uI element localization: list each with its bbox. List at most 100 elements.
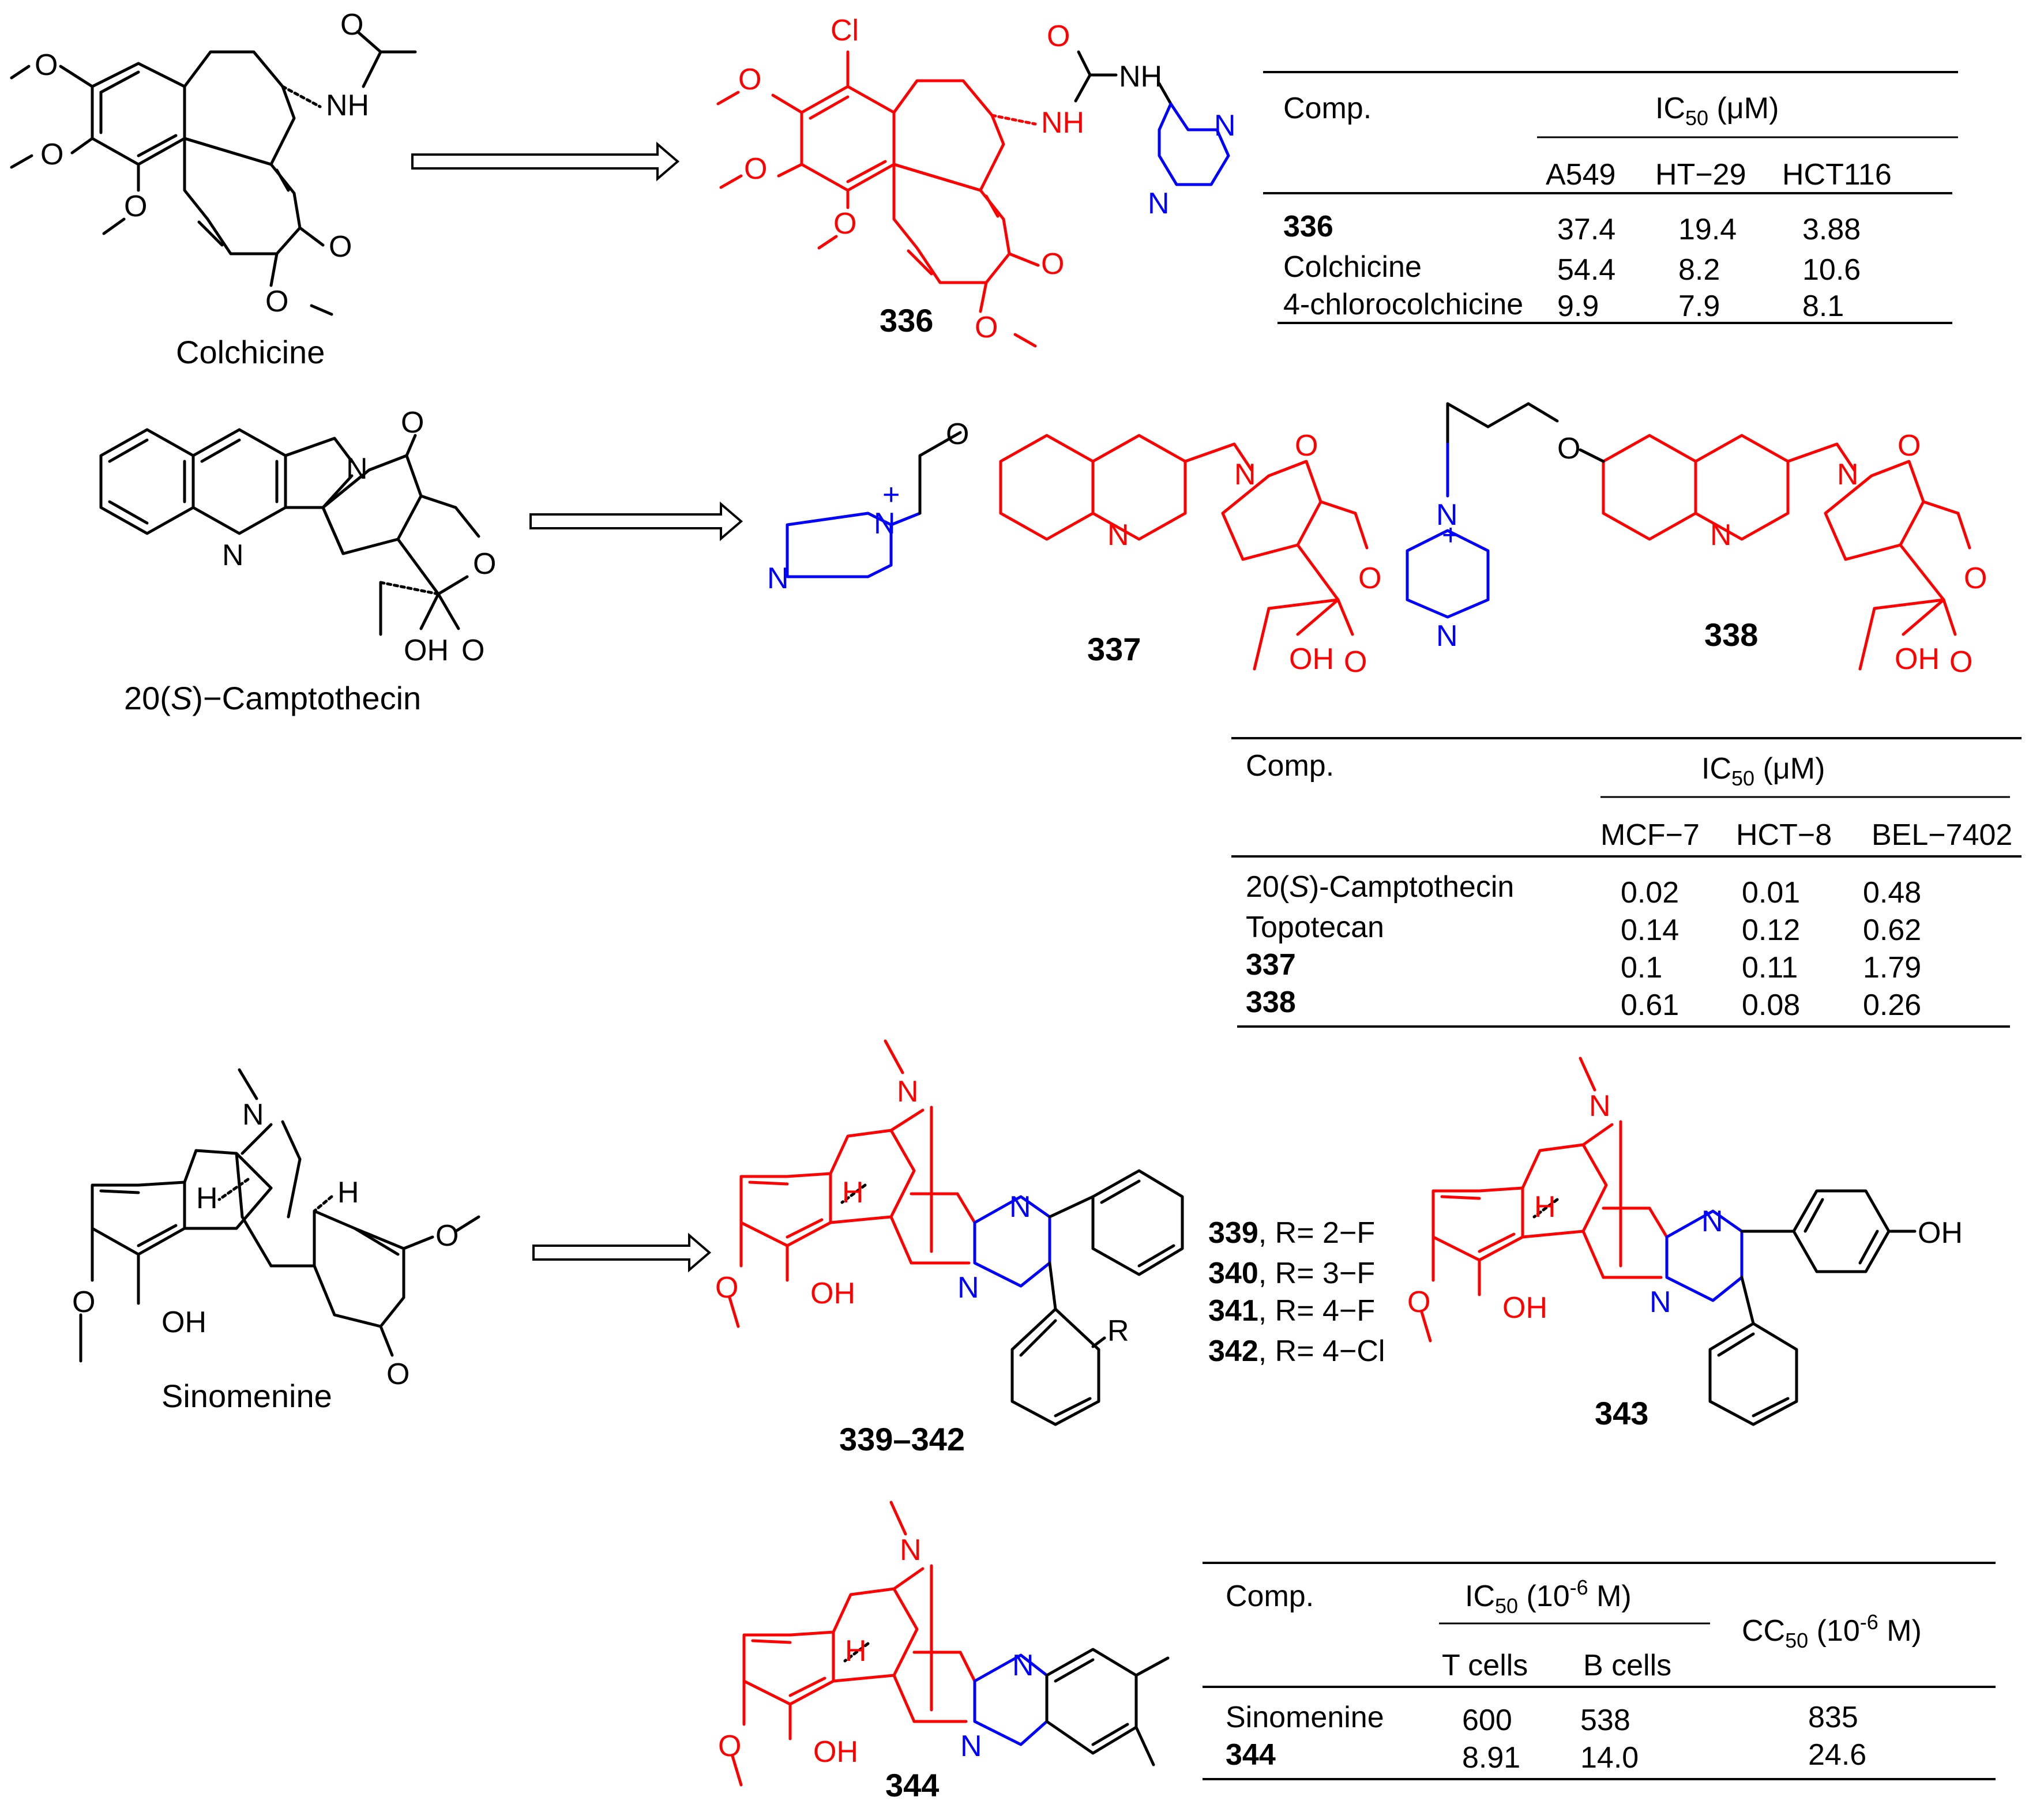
table2-row2-v1: 0.11	[1742, 951, 1798, 984]
table2-row2-v0: 0.1	[1621, 951, 1662, 984]
colchicine-label: Colchicine	[176, 334, 325, 370]
table1-row0-name: 336	[1283, 210, 1333, 243]
table-1: Comp. IC50 (μM) A549 HT−29 HCT116 336 37…	[1263, 71, 1958, 324]
atom-label: N	[222, 539, 244, 572]
table-row: 344 8.91 14.0 24.6	[1226, 1738, 1866, 1775]
table2-row1-v1: 0.12	[1742, 913, 1800, 947]
atom-label: N	[1148, 187, 1170, 220]
atom-label: N	[1009, 1190, 1031, 1224]
atom-label: O	[35, 48, 58, 82]
table2-row3-name: 338	[1246, 986, 1296, 1019]
table1-row2-v0: 9.9	[1557, 290, 1599, 323]
atom-label: N	[1436, 619, 1458, 653]
camptothecin-label: 20(S)−Camptothecin	[124, 680, 421, 716]
transformation-arrow	[411, 141, 680, 182]
atom-label: H	[845, 1634, 867, 1668]
list-item: 339, R= 2−F	[1208, 1216, 1375, 1250]
atom-label: O	[265, 285, 288, 318]
table3-col-1: B cells	[1583, 1649, 1671, 1682]
colchicine-structure: NH O O O O O O	[10, 8, 417, 318]
atom-label: N	[1837, 458, 1859, 491]
table2-row1-v2: 0.62	[1863, 913, 1921, 947]
atom-label: O	[738, 63, 761, 96]
atom-label: N	[957, 1271, 979, 1305]
atom-label: OH	[1502, 1291, 1547, 1325]
atom-label: N	[1234, 458, 1256, 491]
atom-label: NH	[1041, 106, 1084, 140]
compound-344-label: 344	[885, 1767, 939, 1803]
atom-label: N	[346, 452, 368, 486]
atom-label: O	[72, 1285, 95, 1319]
atom-label: O	[386, 1358, 409, 1391]
compound-337-structure: O N + N N N O O O OH	[767, 418, 1381, 679]
table-row: Topotecan 0.14 0.12 0.62	[1246, 911, 1921, 947]
atom-label: NH	[326, 89, 369, 122]
table1-col-2: HCT116	[1782, 158, 1892, 191]
table1-col-1: HT−29	[1655, 158, 1746, 191]
table1-row2-name: 4-chlorocolchicine	[1283, 288, 1523, 321]
table3-row0-v1: 538	[1580, 1704, 1630, 1737]
atom-label: O	[1295, 429, 1318, 463]
sinomenine-structure: N H H O O OH O	[72, 1068, 480, 1391]
compound-343-label: 343	[1595, 1395, 1648, 1431]
atom-label: O	[1041, 247, 1064, 281]
atom-label: O	[1557, 432, 1580, 465]
atom-label: OH	[1918, 1216, 1963, 1250]
sinomenine-label: Sinomenine	[161, 1378, 332, 1414]
atom-label: N	[1012, 1649, 1034, 1682]
table3-ic50-header: IC50 (10-6 M)	[1465, 1576, 1632, 1618]
table2-col-2: BEL−7402	[1872, 818, 2012, 852]
atom-label: OH	[404, 634, 449, 667]
transformation-arrow	[529, 501, 743, 542]
table-row: 336 37.4 19.4 3.88	[1283, 210, 1861, 246]
table2-col-0: MCF−7	[1600, 818, 1700, 852]
atom-label: H	[842, 1176, 864, 1209]
table1-row1-name: Colchicine	[1283, 250, 1422, 284]
compound-343-structure: N H O OH N N OH	[1407, 1057, 1963, 1426]
atom-label: N	[900, 1533, 922, 1567]
atom-label: H	[196, 1182, 218, 1215]
table2-row3-v0: 0.61	[1621, 988, 1679, 1022]
compound-339-342-structure: N H O OH N N R	[715, 1039, 1184, 1426]
table1-row1-v0: 54.4	[1557, 253, 1615, 287]
table3-col-0: T cells	[1442, 1649, 1528, 1682]
atom-label: N	[1589, 1089, 1611, 1123]
table3-row0-v0: 600	[1462, 1704, 1512, 1737]
table-3: Comp. IC50 (10-6 M) CC50 (10-6 M) T cell…	[1203, 1562, 1996, 1780]
table3-row1-v2: 24.6	[1808, 1738, 1866, 1772]
atom-label: N	[1701, 1205, 1723, 1238]
compound-336-label: 336	[880, 302, 933, 339]
atom-label: N	[767, 562, 789, 595]
atom-label: O	[1407, 1285, 1430, 1319]
compound-338-label: 338	[1704, 616, 1758, 653]
table2-comp-header: Comp.	[1246, 749, 1334, 783]
atom-label: O	[946, 418, 969, 451]
table2-row0-v1: 0.01	[1742, 876, 1800, 909]
table-row: 20(S)-Camptothecin 0.02 0.01 0.48	[1246, 870, 1921, 909]
list-item: 342, R= 4−Cl	[1208, 1334, 1385, 1368]
table2-row3-v2: 0.26	[1863, 988, 1921, 1022]
list-item: 341, R= 4−F	[1208, 1294, 1375, 1328]
atom-label: NH	[1119, 60, 1162, 93]
atom-label: O	[1358, 562, 1381, 595]
atom-label: O	[975, 311, 998, 344]
atom-label: O	[1949, 645, 1972, 679]
table-row: 338 0.61 0.08 0.26	[1246, 986, 1921, 1022]
list-item: 340, R= 3−F	[1208, 1257, 1375, 1290]
table2-row1-name: Topotecan	[1246, 911, 1384, 944]
atom-label: O	[715, 1271, 738, 1305]
table1-row0-v0: 37.4	[1557, 213, 1615, 246]
atom-label: N	[960, 1730, 982, 1763]
atom-label: H	[337, 1176, 359, 1209]
table1-row2-v1: 7.9	[1678, 290, 1720, 323]
atom-label: O	[473, 547, 496, 581]
atom-label: H	[1534, 1190, 1556, 1224]
table-row: Colchicine 54.4 8.2 10.6	[1283, 250, 1861, 287]
table1-row0-v2: 3.88	[1802, 213, 1861, 246]
table3-row0-name: Sinomenine	[1226, 1701, 1384, 1734]
table3-cc50-header: CC50 (10-6 M)	[1742, 1610, 1922, 1652]
table2-row0-v0: 0.02	[1621, 876, 1679, 909]
atom-label: O	[1047, 20, 1070, 53]
atom-label: O	[1964, 562, 1987, 595]
